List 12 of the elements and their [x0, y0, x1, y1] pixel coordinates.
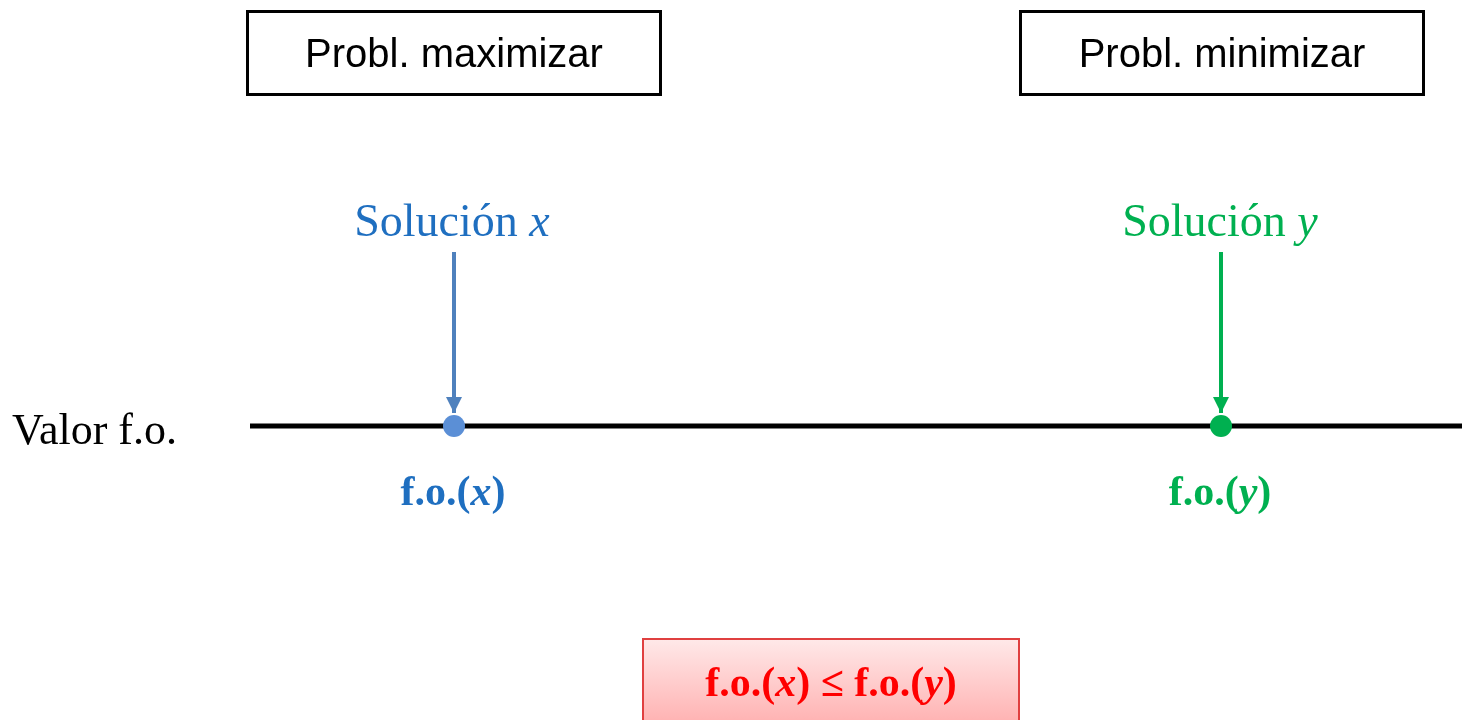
axis-label: Valor f.o.	[12, 408, 177, 452]
arrow	[1213, 252, 1229, 413]
point-marker	[1210, 415, 1232, 437]
solution-label: Solución x	[332, 192, 572, 248]
arrow	[446, 252, 462, 413]
value-label: f.o.(x)	[400, 470, 506, 512]
problem-box: Probl. minimizar	[1019, 10, 1425, 96]
problem-box: Probl. maximizar	[246, 10, 662, 96]
point-marker	[443, 415, 465, 437]
inequality-box: f.o.(x) ≤ f.o.(y)	[642, 638, 1020, 720]
solution-label: Solución y	[1100, 192, 1340, 248]
value-label: f.o.(y)	[1168, 470, 1272, 512]
